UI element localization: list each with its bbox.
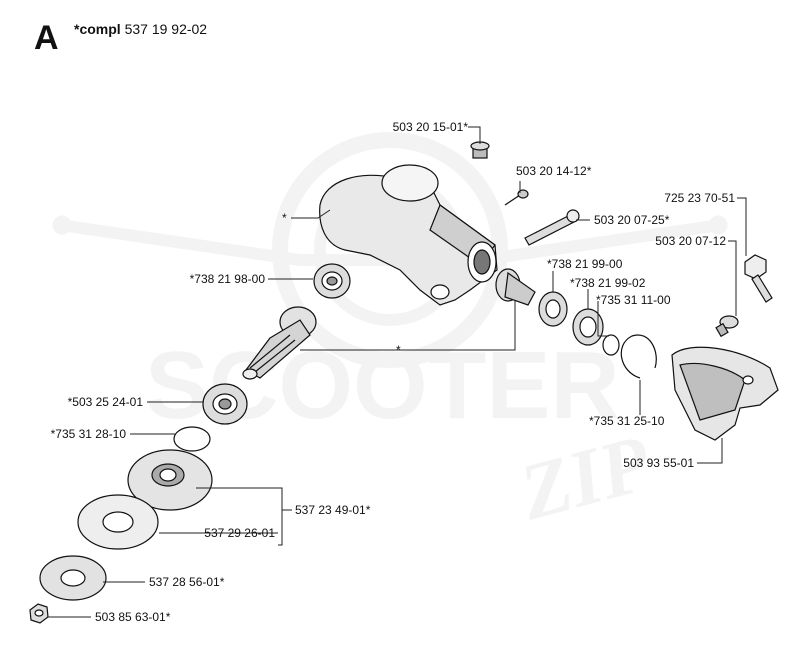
- label-503-93-55-01: 503 93 55-01: [623, 456, 694, 470]
- circlip-735-31-11-00: [602, 334, 620, 356]
- hex-bolt: [744, 254, 773, 303]
- bearing-738-21-99-02: [572, 308, 604, 346]
- blade-guard: [671, 346, 779, 441]
- label-735-31-11-00: *735 31 11-00: [596, 293, 671, 307]
- bearing-503-25-24-01: [202, 383, 248, 425]
- label-503-20-15-01: 503 20 15-01*: [393, 120, 469, 134]
- label-537-23-49-01: 537 23 49-01*: [295, 503, 371, 517]
- circlip-735-31-25-10: [620, 334, 657, 379]
- complete-assembly-number: *compl 537 19 92-02: [74, 20, 207, 38]
- label-735-31-25-10: *735 31 25-10: [589, 414, 665, 428]
- label-537-28-56-01: 537 28 56-01*: [149, 575, 225, 589]
- label-735-31-28-10: *735 31 28-10: [51, 427, 127, 441]
- label-503-25-24-01: *503 25 24-01: [68, 395, 144, 409]
- thrust-washer: [77, 494, 159, 550]
- label-738-21-99-00: *738 21 99-00: [547, 257, 623, 271]
- gear-housing: [319, 164, 498, 306]
- label-738-21-99-02: *738 21 99-02: [570, 276, 646, 290]
- compl-number: 537 19 92-02: [124, 21, 208, 37]
- long-bolt: [524, 209, 580, 246]
- label-503-20-07-12: 503 20 07-12: [655, 234, 726, 248]
- pinion-gear: [495, 268, 536, 306]
- label-503-20-07-25: 503 20 07-25*: [594, 213, 670, 227]
- label-725-23-70-51: 725 23 70-51: [664, 191, 735, 205]
- nut: [29, 603, 49, 624]
- compl-label: *compl: [74, 21, 121, 37]
- lower-flange: [39, 555, 107, 601]
- label-503-85-63-01: 503 85 63-01*: [95, 610, 171, 624]
- label-gear-asterisk: *: [396, 343, 401, 357]
- circlip-735-31-28-10: [173, 426, 211, 452]
- label-housing-asterisk: *: [282, 211, 287, 225]
- label-503-20-14-12: 503 20 14-12*: [516, 164, 592, 178]
- screw-plug: [470, 141, 490, 159]
- label-738-21-98-00: *738 21 98-00: [190, 272, 266, 286]
- bearing-738-21-99-00: [538, 291, 568, 327]
- bevel-gear-shaft: [242, 306, 317, 380]
- bearing-738-21-98-00: [313, 263, 351, 299]
- leader-lines: [47, 126, 747, 618]
- section-letter: A: [34, 19, 59, 57]
- label-537-29-26-01: 537 29 26-01: [204, 526, 275, 540]
- guard-screw: [715, 315, 739, 338]
- small-screw: [504, 189, 529, 206]
- support-flange: [127, 449, 213, 511]
